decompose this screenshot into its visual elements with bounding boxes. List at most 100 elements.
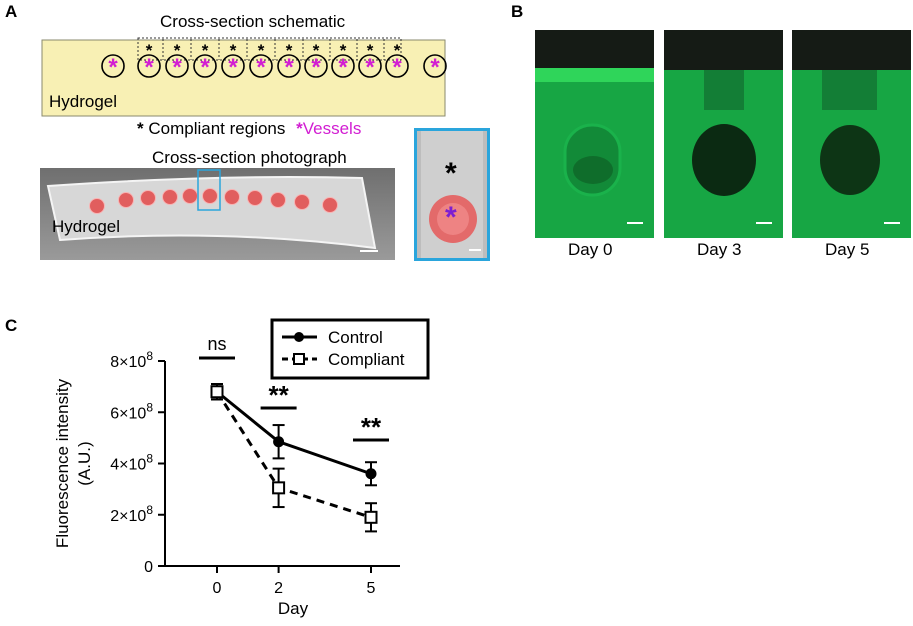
y-tick-label: 6×108 <box>110 400 153 422</box>
schematic-compliant-mark: * <box>313 41 320 60</box>
schematic-vessel-mark: * <box>338 54 348 81</box>
x-tick-label: 5 <box>367 580 376 597</box>
photo-vessel <box>162 189 178 205</box>
photo-scale-bar <box>360 250 378 252</box>
inset-scale-bar <box>469 249 481 251</box>
legend-label: Control <box>328 328 383 347</box>
photo-content <box>40 168 395 260</box>
schematic-vessel-mark: * <box>365 54 375 81</box>
photo-hydrogel-label: Hydrogel <box>52 217 121 236</box>
schematic-compliant-mark: * <box>286 41 293 60</box>
schematic-vessel-circle <box>193 54 217 78</box>
photo-vessel <box>270 192 286 208</box>
x-tick-label: 2 <box>274 580 283 597</box>
photo-title: Cross-section photograph <box>152 148 347 167</box>
x-axis-label: Day <box>278 599 309 618</box>
marker-control <box>273 436 285 448</box>
schematic-vessel-mark: * <box>430 54 440 81</box>
schematic-vessel-circle <box>358 54 382 78</box>
legend-marker <box>294 332 304 342</box>
inset-compliant-mark: * <box>445 157 457 190</box>
scale-bar-day3 <box>756 222 772 224</box>
schematic-compliant-mark: * <box>258 41 265 60</box>
schematic-compliant-mark: * <box>174 41 181 60</box>
cross-section-schematic: ********************** <box>41 37 447 117</box>
significance-label: ** <box>361 412 382 442</box>
photo-vessel <box>140 190 156 206</box>
hydrogel-block <box>41 39 446 117</box>
photo-vessel <box>322 197 338 213</box>
schematic-compliant-mark: * <box>340 41 347 60</box>
schematic-legend: * Compliant regions *Vessels <box>137 119 361 139</box>
significance-label: ** <box>268 380 289 410</box>
schematic-vessel-mark: * <box>284 54 294 81</box>
photo-vessel <box>247 190 263 206</box>
legend-compliant-mark: * <box>137 119 144 138</box>
legend-label: Compliant <box>328 350 405 369</box>
series-line-control <box>216 390 372 476</box>
schematic-vessel-mark: * <box>200 54 210 81</box>
significance-label: ns <box>207 334 226 354</box>
y-axis-label: Fluorescence intensity(A.U.) <box>53 378 94 548</box>
schematic-vessel-mark: * <box>256 54 266 81</box>
scale-bar-day5 <box>884 222 900 224</box>
y-tick-label: 8×108 <box>110 349 153 371</box>
schematic-compliant-mark: * <box>394 41 401 60</box>
marker-control <box>365 468 377 480</box>
schematic-compliant-mark: * <box>146 41 153 60</box>
legend-marker <box>293 353 305 365</box>
legend-box <box>270 318 430 380</box>
micrograph-day3 <box>664 30 783 238</box>
schematic-vessel-circle <box>277 54 301 78</box>
label-day0: Day 0 <box>568 240 613 259</box>
inset-marker-box <box>197 169 221 211</box>
panel-b-letter: B <box>511 2 524 21</box>
schematic-vessel-circle <box>221 54 245 78</box>
photo-vessel <box>224 189 240 205</box>
marker-compliant <box>210 385 224 399</box>
micrograph-day5 <box>792 30 911 238</box>
schematic-hydrogel-label: Hydrogel <box>49 92 118 111</box>
schematic-vessel-mark: * <box>108 54 118 81</box>
photo-vessel <box>182 188 198 204</box>
schematic-compliant-mark: * <box>230 41 237 60</box>
schematic-vessel-circle <box>249 54 273 78</box>
micrograph-day0 <box>535 30 654 238</box>
label-day3: Day 3 <box>697 240 742 259</box>
marker-compliant <box>272 481 286 495</box>
schematic-vessel-circle <box>137 54 161 78</box>
panel-c-letter: C <box>5 316 18 335</box>
marker-compliant <box>364 510 378 524</box>
schematic-vessel-mark: * <box>172 54 182 81</box>
inset-vessel-mark: * <box>445 201 457 234</box>
panel-a-letter: A <box>5 2 18 21</box>
photo-vessel <box>294 194 310 210</box>
schematic-vessel-circle <box>101 54 125 78</box>
cross-section-photograph <box>40 168 395 260</box>
schematic-vessel-circle <box>385 54 409 78</box>
schematic-vessel-circle <box>331 54 355 78</box>
scale-bar-day0 <box>627 222 643 224</box>
photo-vessel <box>202 188 218 204</box>
schematic-compliant-mark: * <box>202 41 209 60</box>
inset-photograph: * * <box>414 128 490 261</box>
schematic-vessel-circle <box>423 54 447 78</box>
photo-vessel <box>118 192 134 208</box>
schematic-vessel-mark: * <box>144 54 154 81</box>
schematic-vessel-circle <box>304 54 328 78</box>
photo-vessel <box>89 198 105 214</box>
y-tick-label: 0 <box>144 559 153 576</box>
legend-vessels-label: Vessels <box>302 119 362 138</box>
schematic-compliant-mark: * <box>367 41 374 60</box>
schematic-vessel-circle <box>165 54 189 78</box>
x-tick-label: 0 <box>213 580 222 597</box>
schematic-vessel-mark: * <box>311 54 321 81</box>
label-day5: Day 5 <box>825 240 870 259</box>
schematic-title: Cross-section schematic <box>160 12 346 31</box>
legend-vessel-mark: * <box>296 119 303 138</box>
schematic-vessel-mark: * <box>228 54 238 81</box>
schematic-vessel-mark: * <box>392 54 402 81</box>
y-tick-label: 4×108 <box>110 452 153 474</box>
inset-content <box>417 131 487 258</box>
